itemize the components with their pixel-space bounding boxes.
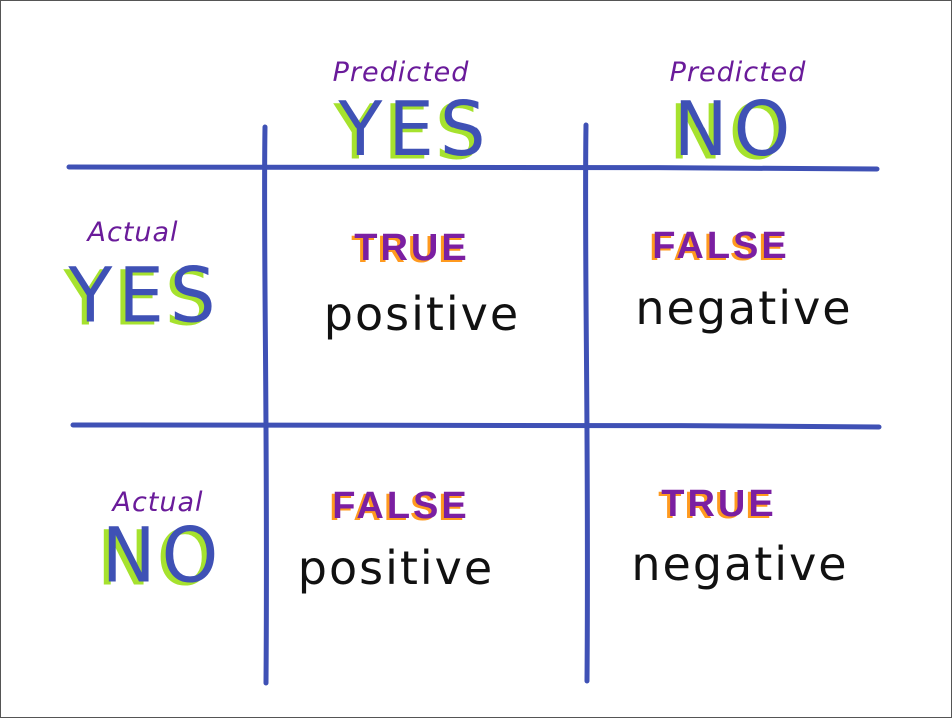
cell-fp-kind: positive [297, 541, 495, 595]
cell-fp-outcome: FALSE [332, 485, 470, 527]
column-yes-label: YES [338, 84, 492, 174]
column-yes-caption: Predicted [332, 57, 470, 88]
cell-fn-kind: negative [635, 281, 853, 335]
cell-tn-outcome: TRUE [661, 483, 777, 525]
cell-tp-kind: positive [323, 287, 521, 341]
grid-vertical-line-left [262, 124, 269, 686]
grid-horizontal-line-bottom [70, 422, 882, 430]
cell-fn-outcome: FALSE [652, 225, 790, 267]
column-no-label: NO [673, 84, 797, 174]
row-no-caption: Actual [112, 487, 204, 518]
grid-vertical-line-right [583, 122, 590, 684]
column-no-caption: Predicted [669, 57, 807, 88]
cell-tn-kind: negative [631, 537, 849, 591]
row-no-label: NO [101, 510, 225, 600]
row-yes-label: YES [68, 250, 222, 340]
row-yes-caption: Actual [87, 217, 179, 248]
cell-tp-outcome: TRUE [354, 227, 470, 269]
grid-horizontal-line-top [66, 164, 880, 172]
